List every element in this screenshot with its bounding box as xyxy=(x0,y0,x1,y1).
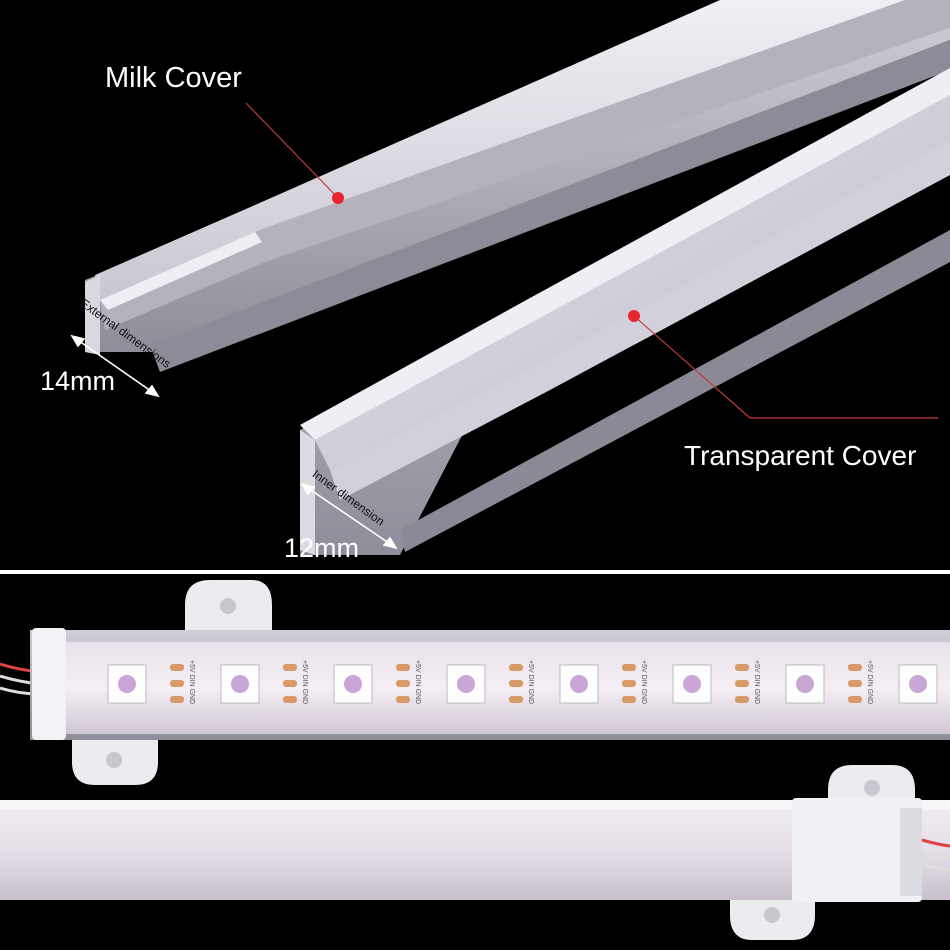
inner-dimension-arrow xyxy=(300,482,398,550)
pad-marking-text: +5V DIN GND xyxy=(414,660,421,704)
led-strip-profile xyxy=(0,580,950,785)
pad-marking-text: +5V DIN GND xyxy=(527,660,534,704)
copper-pads xyxy=(170,664,862,703)
pad-marking-text: +5V DIN GND xyxy=(640,660,647,704)
pad-marking-text: +5V DIN GND xyxy=(188,660,195,704)
section-divider xyxy=(0,570,950,574)
milk-profile-bar xyxy=(0,765,950,940)
led-chip-row xyxy=(107,664,938,704)
transparent-cover-label: Transparent Cover xyxy=(684,440,917,471)
milk-cover-profile xyxy=(85,0,950,372)
transparent-cover-profile xyxy=(300,68,950,555)
pad-marking-text: +5V DIN GND xyxy=(301,660,308,704)
pad-marking-text: +5V DIN GND xyxy=(866,660,873,704)
inner-size-label: 12mm xyxy=(284,533,360,563)
external-size-label: 14mm xyxy=(40,366,116,396)
milk-cover-label: Milk Cover xyxy=(105,62,242,94)
transparent-cover-callout xyxy=(628,310,938,419)
external-dimension-arrow xyxy=(70,334,160,398)
pad-marking-text: +5V DIN GND xyxy=(753,660,760,704)
milk-cover-callout xyxy=(245,102,344,204)
